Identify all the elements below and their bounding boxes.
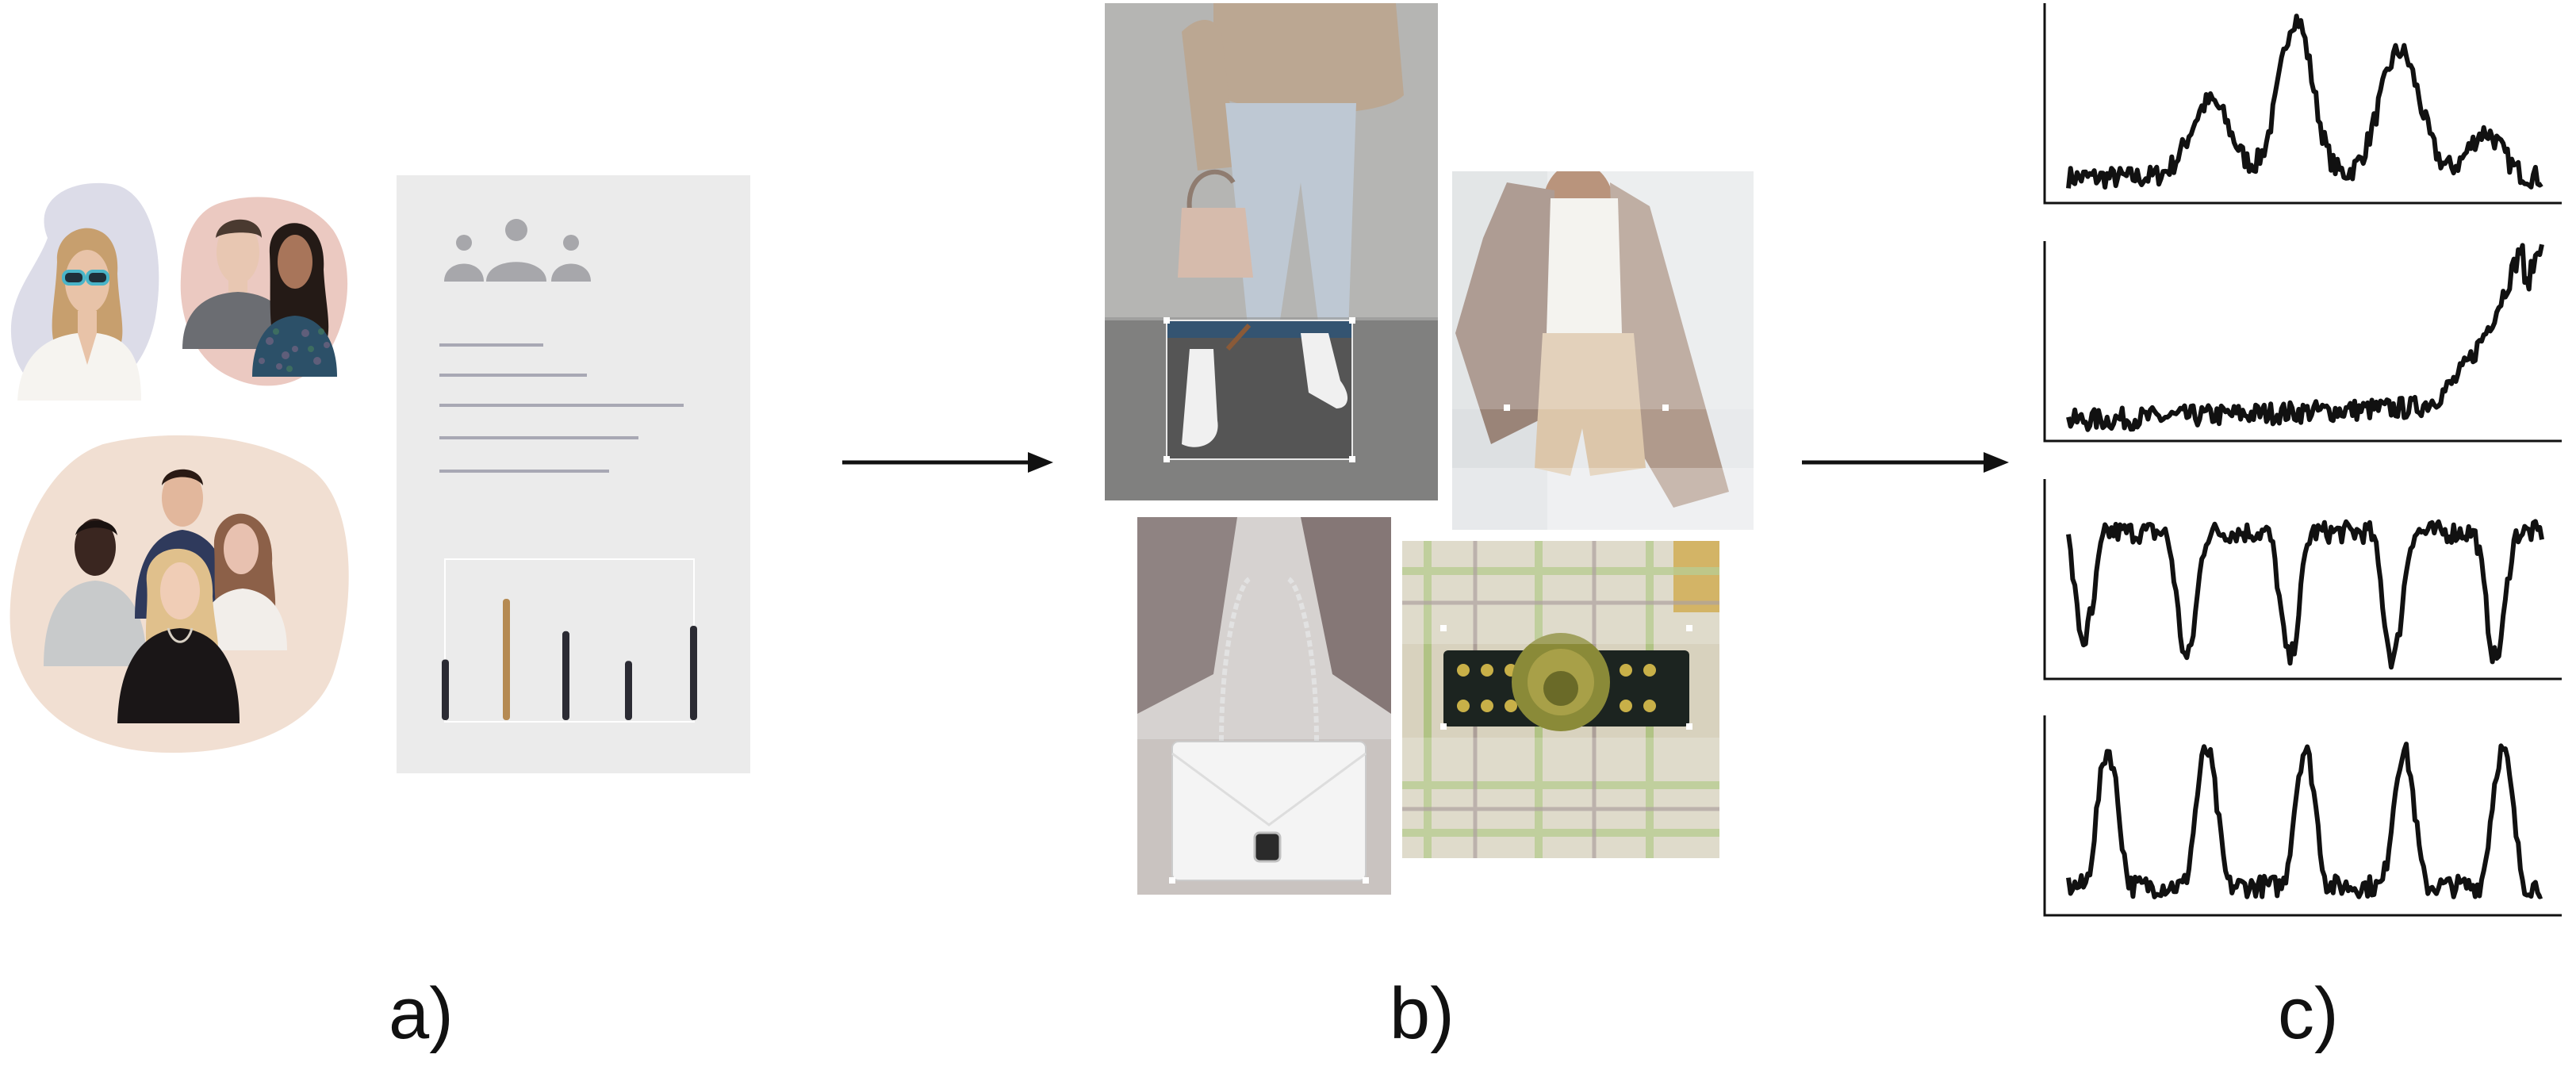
team-group-illustration (10, 435, 349, 753)
text-lines (439, 343, 684, 473)
right-arrow-icon (842, 452, 1053, 473)
time-series-3 (2043, 479, 2562, 681)
panel-b (1105, 3, 1754, 895)
handbag-street-photo (1105, 3, 1438, 500)
panel-a (10, 175, 750, 773)
report-document-icon (397, 175, 750, 773)
panel-label-c: c) (2278, 973, 2339, 1054)
time-series-1 (2043, 3, 2562, 205)
time-series-2 (2043, 241, 2562, 443)
mini-bar (442, 659, 449, 720)
panel-label-a: a) (389, 973, 454, 1054)
mini-bar (690, 626, 697, 720)
panel-c (2043, 3, 2562, 917)
blazer-outfit-photo (1452, 171, 1754, 530)
panel-label-b: b) (1390, 973, 1455, 1054)
plaid-jacket-belt-photo (1402, 541, 1719, 858)
person-sunglasses-illustration (10, 182, 159, 401)
mini-bar (562, 631, 569, 720)
right-arrow-icon (1802, 452, 2009, 473)
mini-bar (625, 661, 632, 720)
white-handbag-photo (1137, 517, 1391, 895)
mini-bar (503, 599, 510, 720)
couple-illustration (180, 197, 348, 386)
time-series-4 (2043, 715, 2562, 917)
bar-chart-icon (442, 558, 697, 723)
users-group-icon (444, 219, 591, 282)
